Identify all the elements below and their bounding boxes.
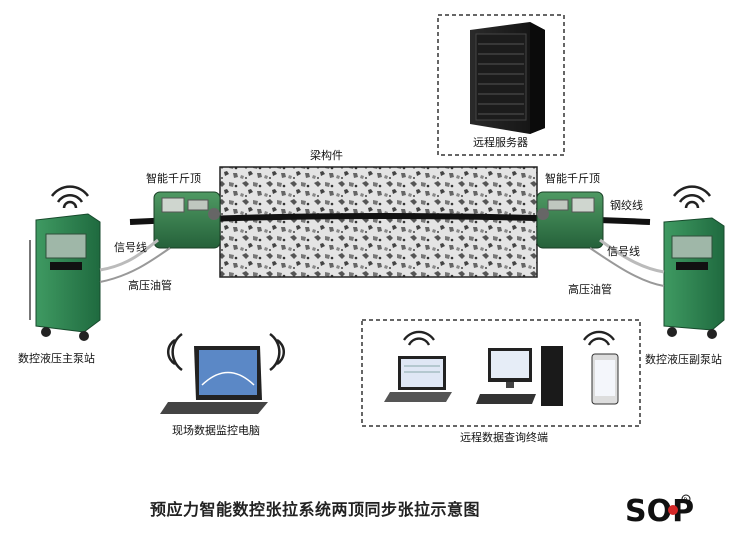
label-beam: 梁构件 [310,149,343,162]
laptop-icon [384,356,452,402]
wifi-icon [166,332,286,372]
desktop-icon [476,346,563,406]
oil-hose-left [99,238,159,272]
sub-pump [663,217,725,339]
label-main-pump: 数控液压主泵站 [18,352,95,365]
label-signal-left: 信号线 [114,241,147,254]
logo-icon: SOP R [625,494,694,529]
label-oil-right: 高压油管 [568,283,612,296]
logo-text: SOP [625,494,694,527]
label-oil-left: 高压油管 [128,279,172,292]
label-jack-right: 智能千斤顶 [545,172,600,185]
server-icon [470,22,545,134]
label-strand: 钢绞线 [610,199,643,212]
oil-hose-right [599,238,665,274]
signal-line-right [589,247,665,287]
jack-left [153,191,221,249]
remote-terminal-group [361,319,641,427]
remote-server-group [437,14,565,156]
label-site-pc: 现场数据监控电脑 [172,424,260,437]
label-remote-server: 远程服务器 [473,136,528,149]
label-remote-terminal: 远程数据查询终端 [460,431,548,444]
wifi-icon [403,330,615,346]
jack-right [536,191,604,249]
diagram-caption: 预应力智能数控张拉系统两顶同步张拉示意图 [150,500,481,519]
signal-line-left [99,247,171,283]
main-pump [29,213,101,341]
phone-icon [591,353,619,405]
wifi-icon [672,185,712,209]
sop-logo: SOP R [623,491,731,531]
laptop-icon [160,346,268,414]
server-dashed-frame [437,14,565,156]
logo-trademark: R [684,497,688,504]
wifi-icon [50,185,90,209]
label-sub-pump: 数控液压副泵站 [645,353,722,366]
beam-group [129,166,651,278]
terminal-dashed-frame [361,319,641,427]
label-signal-right: 信号线 [607,245,640,258]
label-jack-left: 智能千斤顶 [146,172,201,185]
concrete-beam [219,166,538,278]
